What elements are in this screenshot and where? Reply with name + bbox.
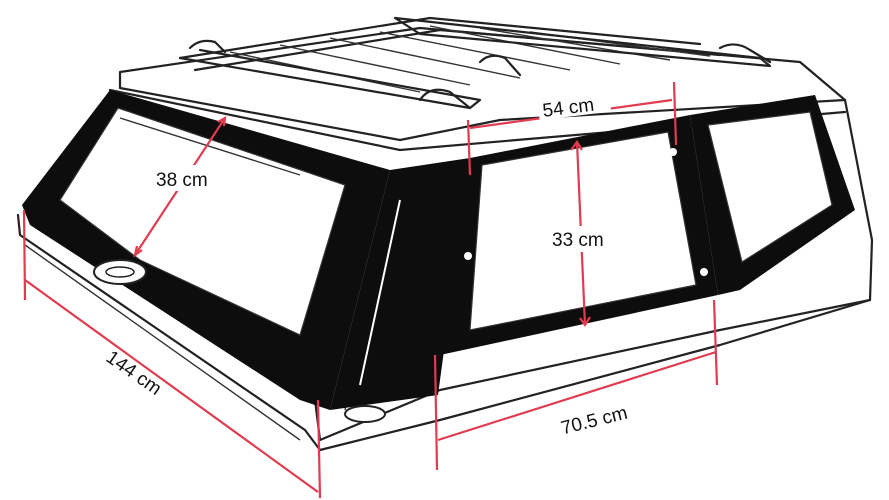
roof-rack xyxy=(178,16,772,110)
side-marker-light xyxy=(344,405,386,423)
label-rear-window-height: 38 cm xyxy=(156,170,208,191)
label-side-length: 70.5 cm xyxy=(559,403,630,440)
rear-window xyxy=(22,90,390,410)
side-pillar xyxy=(330,158,470,410)
side-window-rear xyxy=(690,95,855,295)
canopy-body xyxy=(16,26,874,452)
dimension-lines xyxy=(22,81,719,499)
label-side-window-height: 33 cm xyxy=(552,230,604,251)
